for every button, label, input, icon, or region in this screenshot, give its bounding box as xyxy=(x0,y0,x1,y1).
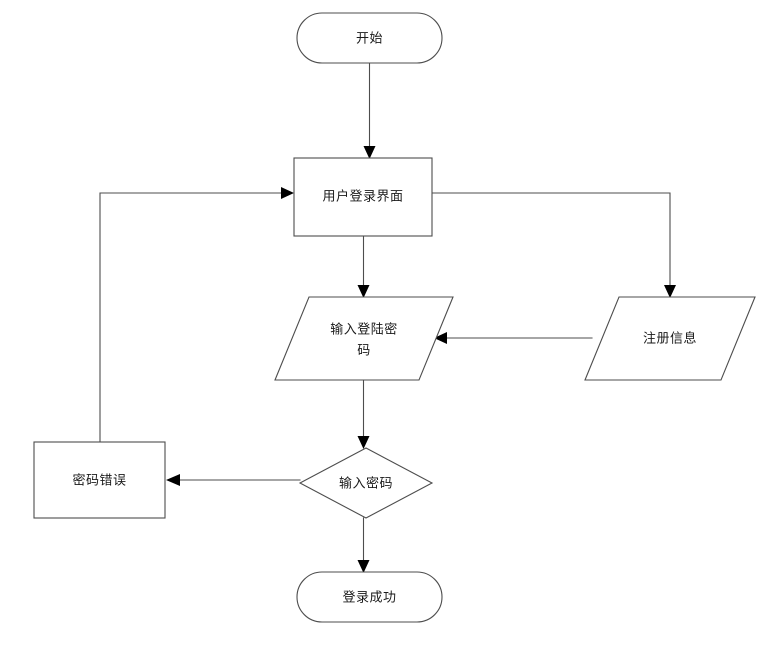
node-input-password-label-line1: 输入登陆密 xyxy=(330,322,398,338)
arrowhead-icon xyxy=(357,560,370,573)
process-shape[interactable] xyxy=(33,441,166,519)
edge-password-error-to-login-ui xyxy=(99,187,294,443)
node-login-success-label: 登录成功 xyxy=(342,591,396,606)
node-login-ui[interactable]: 用户登录界面 xyxy=(293,157,433,237)
node-start[interactable]: 开始 xyxy=(296,12,443,64)
parallelogram-shape[interactable] xyxy=(584,296,756,381)
edge-check-password-to-login-success xyxy=(357,517,370,573)
edge-line xyxy=(431,192,671,291)
node-input-password[interactable]: 输入登陆密 码 xyxy=(274,296,454,381)
node-login-ui-label: 用户登录界面 xyxy=(322,189,403,205)
edge-register-info-to-input-password xyxy=(434,332,593,344)
edge-layer xyxy=(99,62,676,573)
node-check-password-label: 输入密码 xyxy=(339,476,393,492)
node-check-password[interactable]: 输入密码 xyxy=(298,447,434,519)
arrowhead-icon xyxy=(363,146,376,159)
arrowhead-icon xyxy=(664,285,676,298)
node-password-error-label: 密码错误 xyxy=(72,473,126,489)
arrowhead-icon xyxy=(357,285,370,298)
process-shape[interactable] xyxy=(293,157,433,237)
terminator-shape[interactable] xyxy=(296,571,443,623)
node-password-error[interactable]: 密码错误 xyxy=(33,441,166,519)
edge-input-password-to-check-password xyxy=(357,379,370,449)
arrowhead-icon xyxy=(357,436,370,449)
arrowhead-icon xyxy=(434,332,447,344)
decision-shape[interactable] xyxy=(298,447,434,519)
node-register-info-label: 注册信息 xyxy=(643,331,697,347)
edge-login-ui-to-input-password xyxy=(357,235,370,298)
edge-check-password-to-password-error xyxy=(166,474,301,486)
parallelogram-shape[interactable] xyxy=(274,296,454,381)
node-register-info[interactable]: 注册信息 xyxy=(584,296,756,381)
arrowhead-icon xyxy=(281,187,294,199)
terminator-shape[interactable] xyxy=(296,12,443,64)
arrowhead-icon xyxy=(166,474,180,486)
node-start-label: 开始 xyxy=(356,32,383,47)
node-layer: 开始 用户登录界面 输入登陆密 码 注册信息 输入密码 密码错误 xyxy=(33,12,756,623)
edge-line xyxy=(99,192,287,443)
edge-start-to-login-ui xyxy=(363,62,376,159)
node-input-password-label-line2: 码 xyxy=(357,344,371,359)
edge-login-ui-to-register-info xyxy=(431,192,676,298)
node-login-success[interactable]: 登录成功 xyxy=(296,571,443,623)
